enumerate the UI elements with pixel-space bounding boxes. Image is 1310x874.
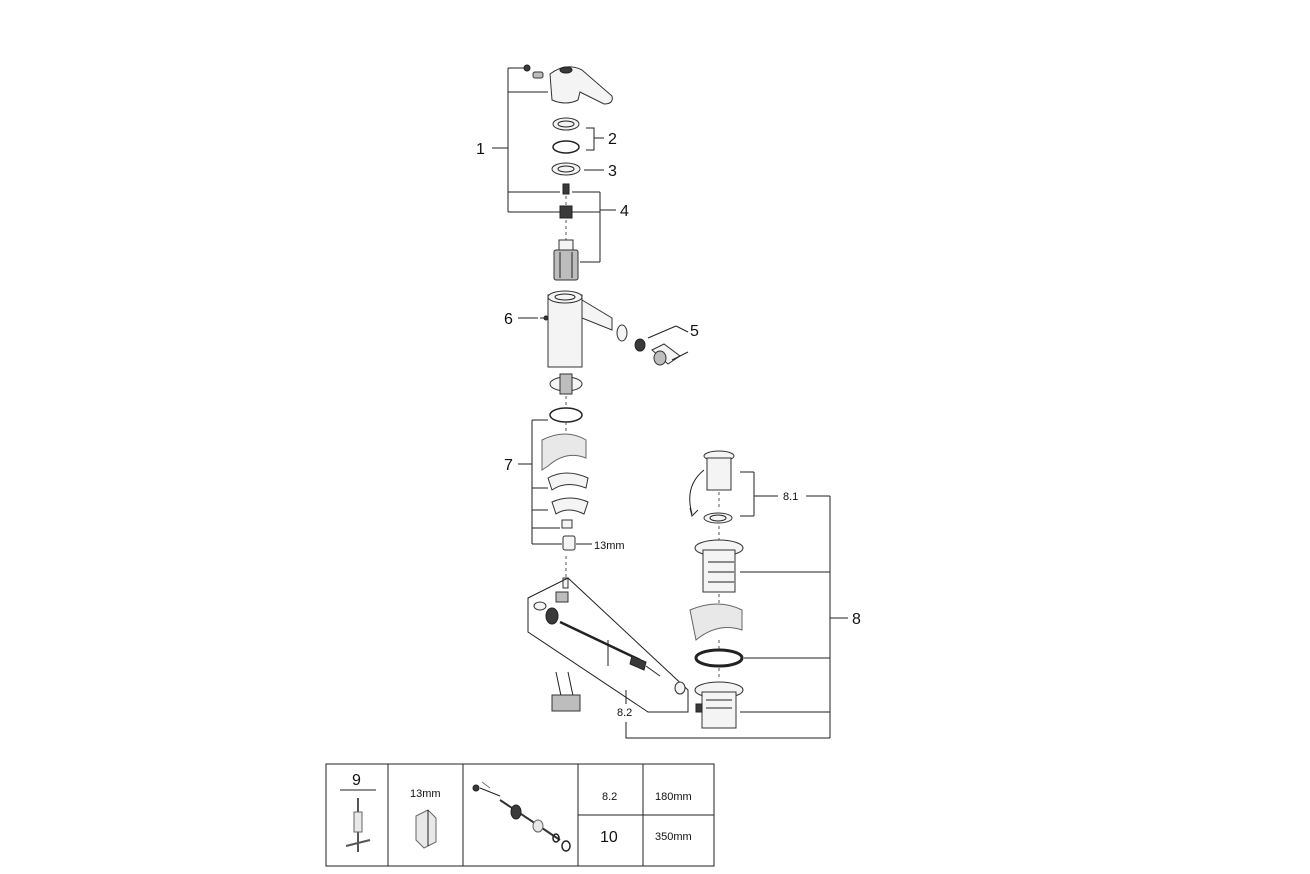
rod-kit-icon [472, 781, 571, 852]
table-row-1-length: 180mm [655, 791, 692, 803]
callout-1-bracket [492, 67, 560, 213]
base-plate-parts [549, 373, 583, 438]
cap-rings [552, 117, 604, 154]
cartridge-assembly [553, 183, 616, 281]
callout-3: 3 [608, 163, 617, 180]
callout-6: 6 [504, 311, 513, 328]
callout-5: 5 [690, 323, 699, 340]
callout-8-2: 8.2 [617, 707, 632, 719]
pop-up-rod-assembly [527, 556, 689, 713]
callout-1: 1 [476, 141, 485, 158]
table-row-1-code: 8.2 [602, 791, 617, 803]
callout-7: 7 [504, 457, 513, 474]
spare-parts-table [325, 763, 715, 867]
drain-assembly [625, 450, 848, 739]
lever-handle [523, 64, 613, 105]
retaining-nut [551, 162, 604, 176]
table-row-2-length: 350mm [655, 831, 692, 843]
callout-7-bracket [518, 419, 592, 551]
table-row-2-code: 10 [600, 829, 618, 846]
callout-2: 2 [608, 131, 617, 148]
callout-4: 4 [620, 203, 629, 220]
diverter-knob [616, 324, 689, 366]
faucet-body [518, 290, 613, 368]
table-cell-13mm-label: 13mm [410, 788, 441, 800]
socket-13mm-icon [415, 809, 437, 849]
callout-8: 8 [852, 611, 861, 628]
tool-9-icon [345, 798, 371, 852]
callout-8-1: 8.1 [783, 491, 798, 503]
table-cell-9-label: 9 [352, 772, 361, 789]
callout-13mm: 13mm [594, 540, 625, 552]
